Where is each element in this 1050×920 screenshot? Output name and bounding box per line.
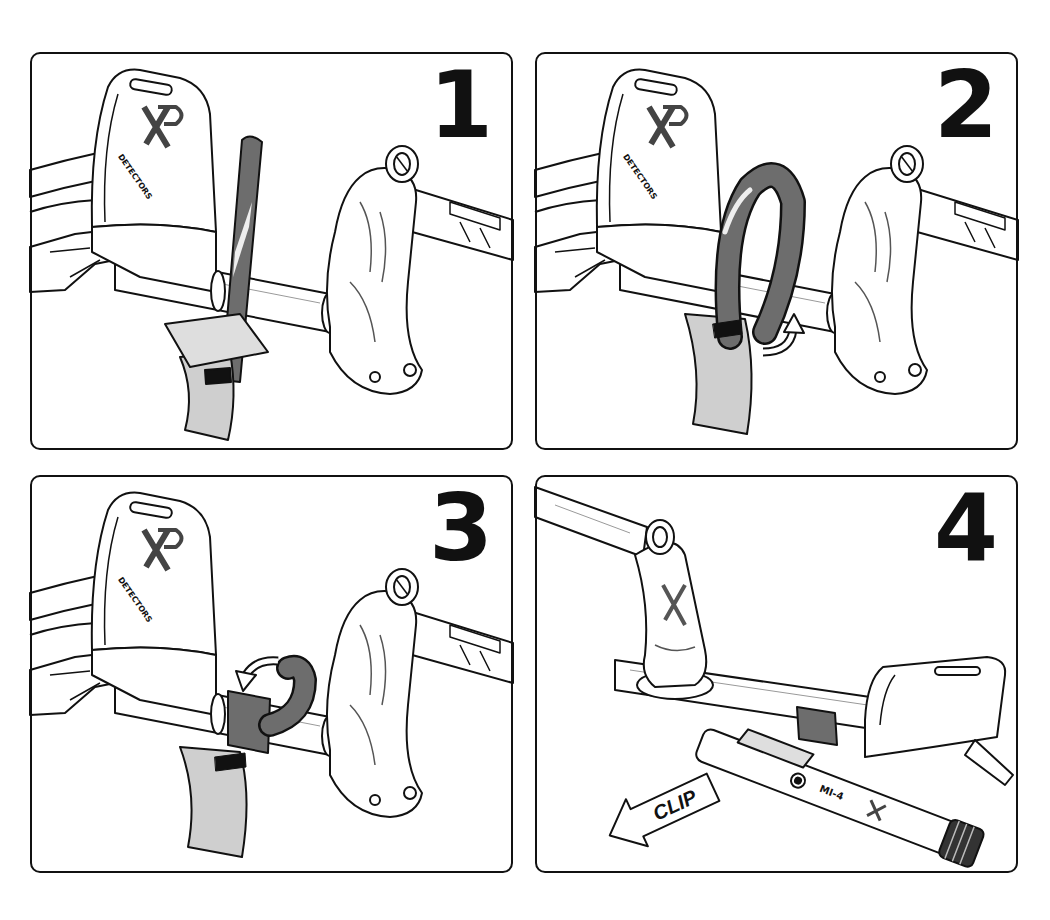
brand-text: DETECTORS [116,576,153,624]
arrow-label: CLIP [650,786,700,823]
brand-text: DETECTORS [621,153,658,201]
step-number: 3 [429,483,493,575]
step-panel: 4 [535,475,1018,873]
step-number: 1 [429,60,493,152]
step-panel: 2 [535,52,1018,450]
brand-text: DETECTORS [116,153,153,201]
step-panel: 3 [30,475,513,873]
step-number: 2 [934,60,998,152]
model-text: MI-4 [818,784,845,802]
step-panel: 1 [30,52,513,450]
step-number: 4 [934,483,998,575]
